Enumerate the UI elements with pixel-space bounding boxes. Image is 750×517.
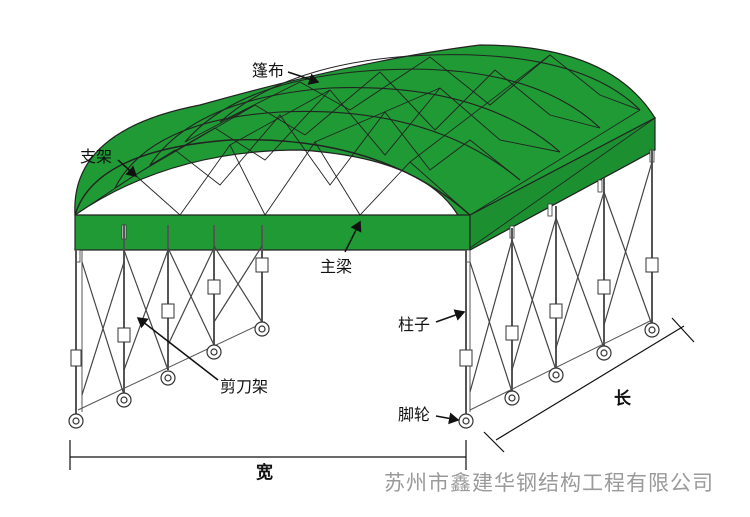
column-arrow <box>435 309 466 323</box>
brace-arrow <box>117 159 138 177</box>
column-label: 柱子 <box>398 315 430 334</box>
left-frame <box>75 225 266 415</box>
scissor-frame-arrow <box>136 317 219 381</box>
right-frame <box>465 150 653 415</box>
canopy-label: 篷布 <box>252 61 284 80</box>
length-dimension <box>483 317 695 453</box>
canopy-roof <box>74 44 656 263</box>
caster-arrow <box>435 412 460 425</box>
length-label: 长 <box>614 388 632 409</box>
right-sleeves <box>459 257 659 367</box>
left-sleeves <box>70 257 269 367</box>
caster-label: 脚轮 <box>398 405 430 424</box>
brace-label: 支架 <box>80 147 112 166</box>
canopy-arrow <box>287 71 320 85</box>
right-casters <box>458 322 660 429</box>
front-valance <box>74 214 471 251</box>
left-casters <box>68 321 270 429</box>
width-dimension <box>69 440 467 470</box>
scissor-frame-label: 剪刀架 <box>220 377 268 396</box>
width-label: 宽 <box>256 462 273 483</box>
company-watermark: 苏州市鑫建华钢结构工程有限公司 <box>384 471 714 495</box>
main-beam-label: 主梁 <box>320 257 352 276</box>
main-beam-arrow <box>344 220 362 253</box>
